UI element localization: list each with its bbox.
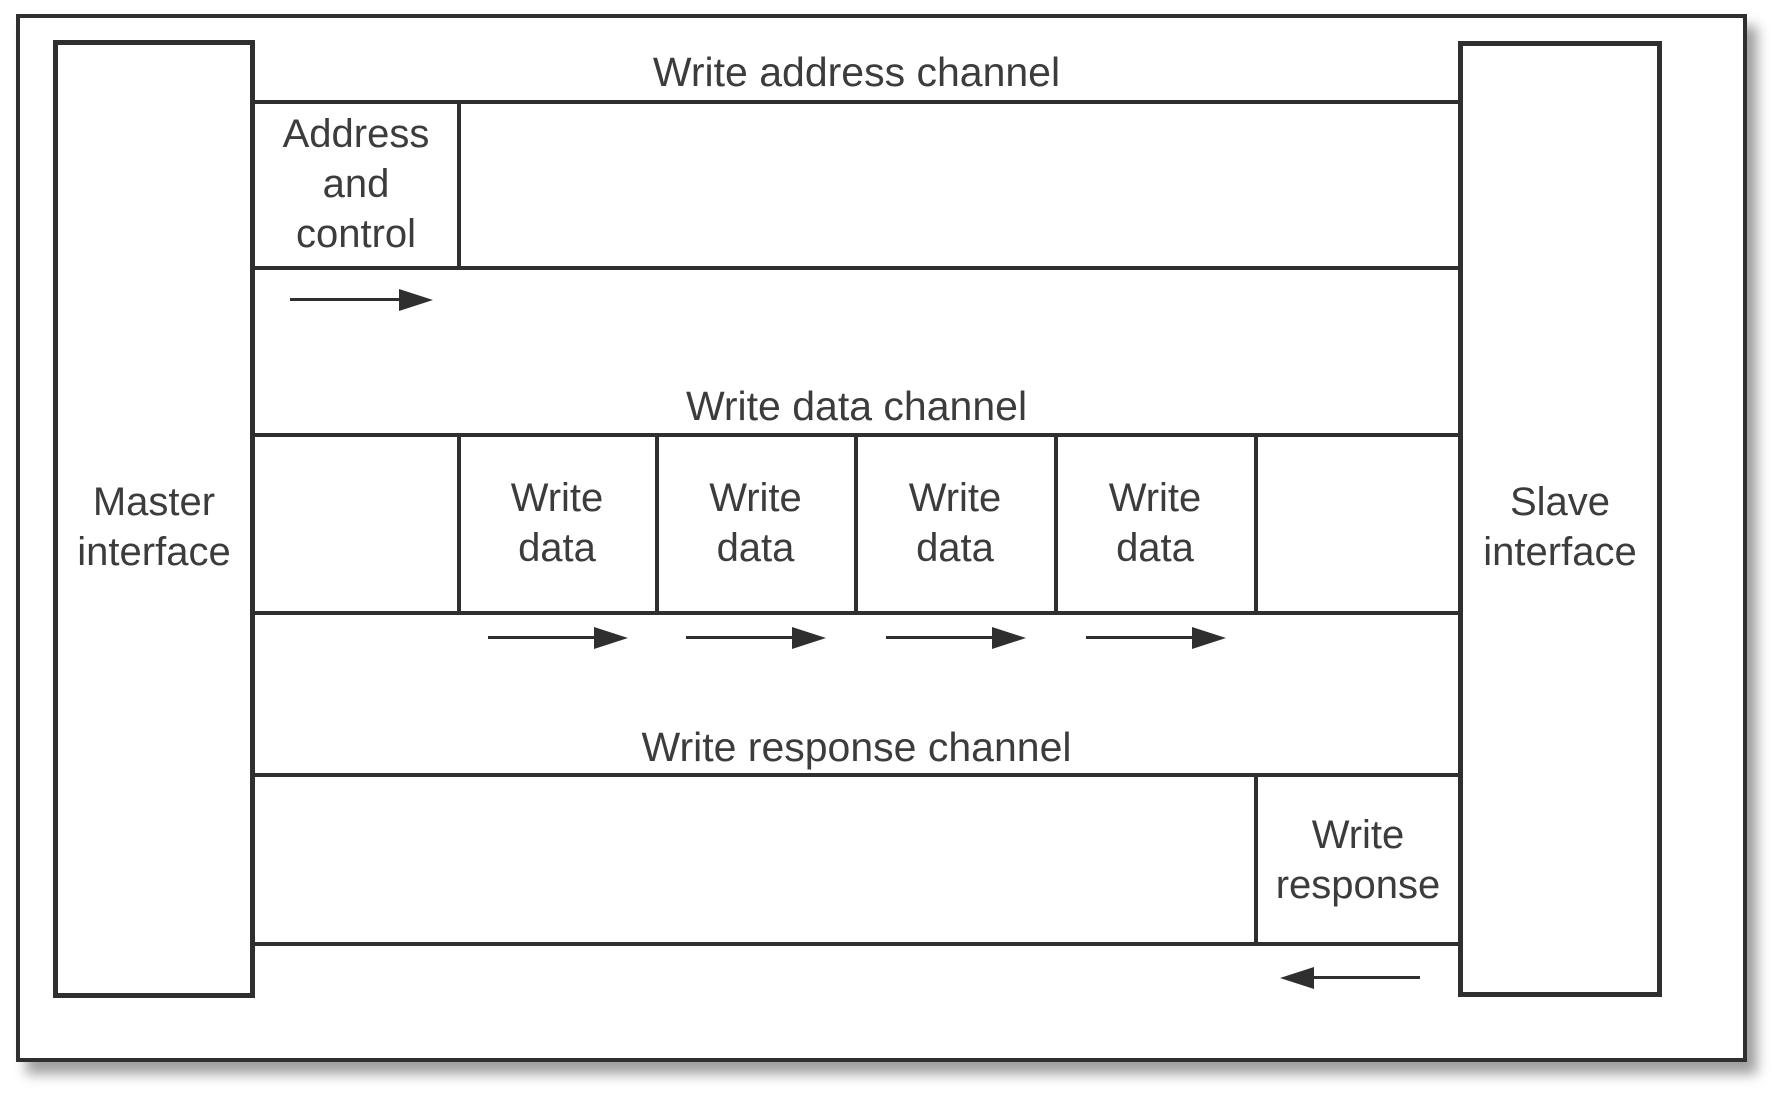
master-interface-line1: Master [92, 480, 216, 524]
data-cell-divider [457, 433, 461, 615]
address-control-line1: Address [282, 112, 430, 156]
arrow-shaft [886, 636, 1000, 639]
write-response-line2: response [1275, 862, 1441, 907]
response-channel-top-line [253, 773, 1460, 777]
arrow-head [792, 627, 826, 649]
write-data-line1: Write [510, 476, 604, 520]
write-data-label: Write data [1109, 473, 1202, 573]
address-arrow-right-icon [290, 289, 433, 311]
write-data-arrow-right-icon [488, 627, 628, 649]
arrow-head [1280, 967, 1314, 989]
write-address-channel-title: Write address channel [652, 49, 1061, 95]
write-data-cell: Write data [659, 437, 852, 609]
arrow-shaft [290, 298, 407, 301]
address-control-label: Address and control [283, 109, 430, 259]
address-box-divider [457, 100, 461, 270]
arrow-head [992, 627, 1026, 649]
data-cell-divider [655, 433, 659, 615]
arrow-head [1192, 627, 1226, 649]
address-channel-bottom-line [253, 266, 1460, 270]
arrow-head [399, 289, 433, 311]
write-response-box: Write response [1258, 779, 1458, 940]
write-data-cell: Write data [461, 437, 653, 609]
master-interface-label: Master interface [77, 477, 230, 577]
write-response-channel-title: Write response channel [641, 724, 1072, 770]
write-response-line1: Write [1311, 812, 1405, 857]
write-data-cell: Write data [1058, 437, 1252, 609]
arrow-shaft [686, 636, 800, 639]
address-channel-top-line [253, 100, 1460, 104]
write-response-label: Write response [1276, 810, 1441, 910]
slave-interface-box: Slave interface [1458, 41, 1662, 997]
write-data-cell: Write data [858, 437, 1052, 609]
write-data-line1: Write [709, 476, 802, 520]
response-channel-bottom-line [253, 942, 1460, 946]
write-data-channel-title: Write data channel [685, 383, 1028, 429]
address-control-line3: control [295, 212, 417, 256]
write-data-label: Write data [511, 473, 604, 573]
address-control-line2: and [322, 162, 390, 206]
response-arrow-left-icon [1280, 967, 1420, 989]
write-data-line2: data [518, 526, 596, 570]
arrow-shaft [1306, 976, 1420, 979]
arrow-head [594, 627, 628, 649]
master-interface-line2: interface [77, 530, 231, 574]
master-interface-box: Master interface [53, 40, 255, 998]
write-data-label: Write data [909, 473, 1002, 573]
data-cell-divider [1054, 433, 1058, 615]
write-data-line2: data [716, 526, 795, 570]
response-box-divider [1254, 773, 1258, 946]
slave-interface-line1: Slave [1509, 480, 1611, 524]
write-data-label: Write data [709, 473, 802, 573]
write-data-arrow-right-icon [1086, 627, 1226, 649]
data-cell-divider [1254, 433, 1258, 615]
slave-interface-label: Slave interface [1483, 477, 1636, 577]
write-data-line2: data [916, 526, 994, 570]
slave-interface-line2: interface [1483, 530, 1637, 574]
write-data-line1: Write [908, 476, 1002, 520]
write-data-arrow-right-icon [886, 627, 1026, 649]
arrow-shaft [1086, 636, 1200, 639]
write-data-line2: data [1116, 526, 1194, 570]
write-data-arrow-right-icon [686, 627, 826, 649]
write-data-line1: Write [1108, 476, 1202, 520]
data-cell-divider [854, 433, 858, 615]
address-control-box: Address and control [257, 104, 455, 264]
arrow-shaft [488, 636, 602, 639]
